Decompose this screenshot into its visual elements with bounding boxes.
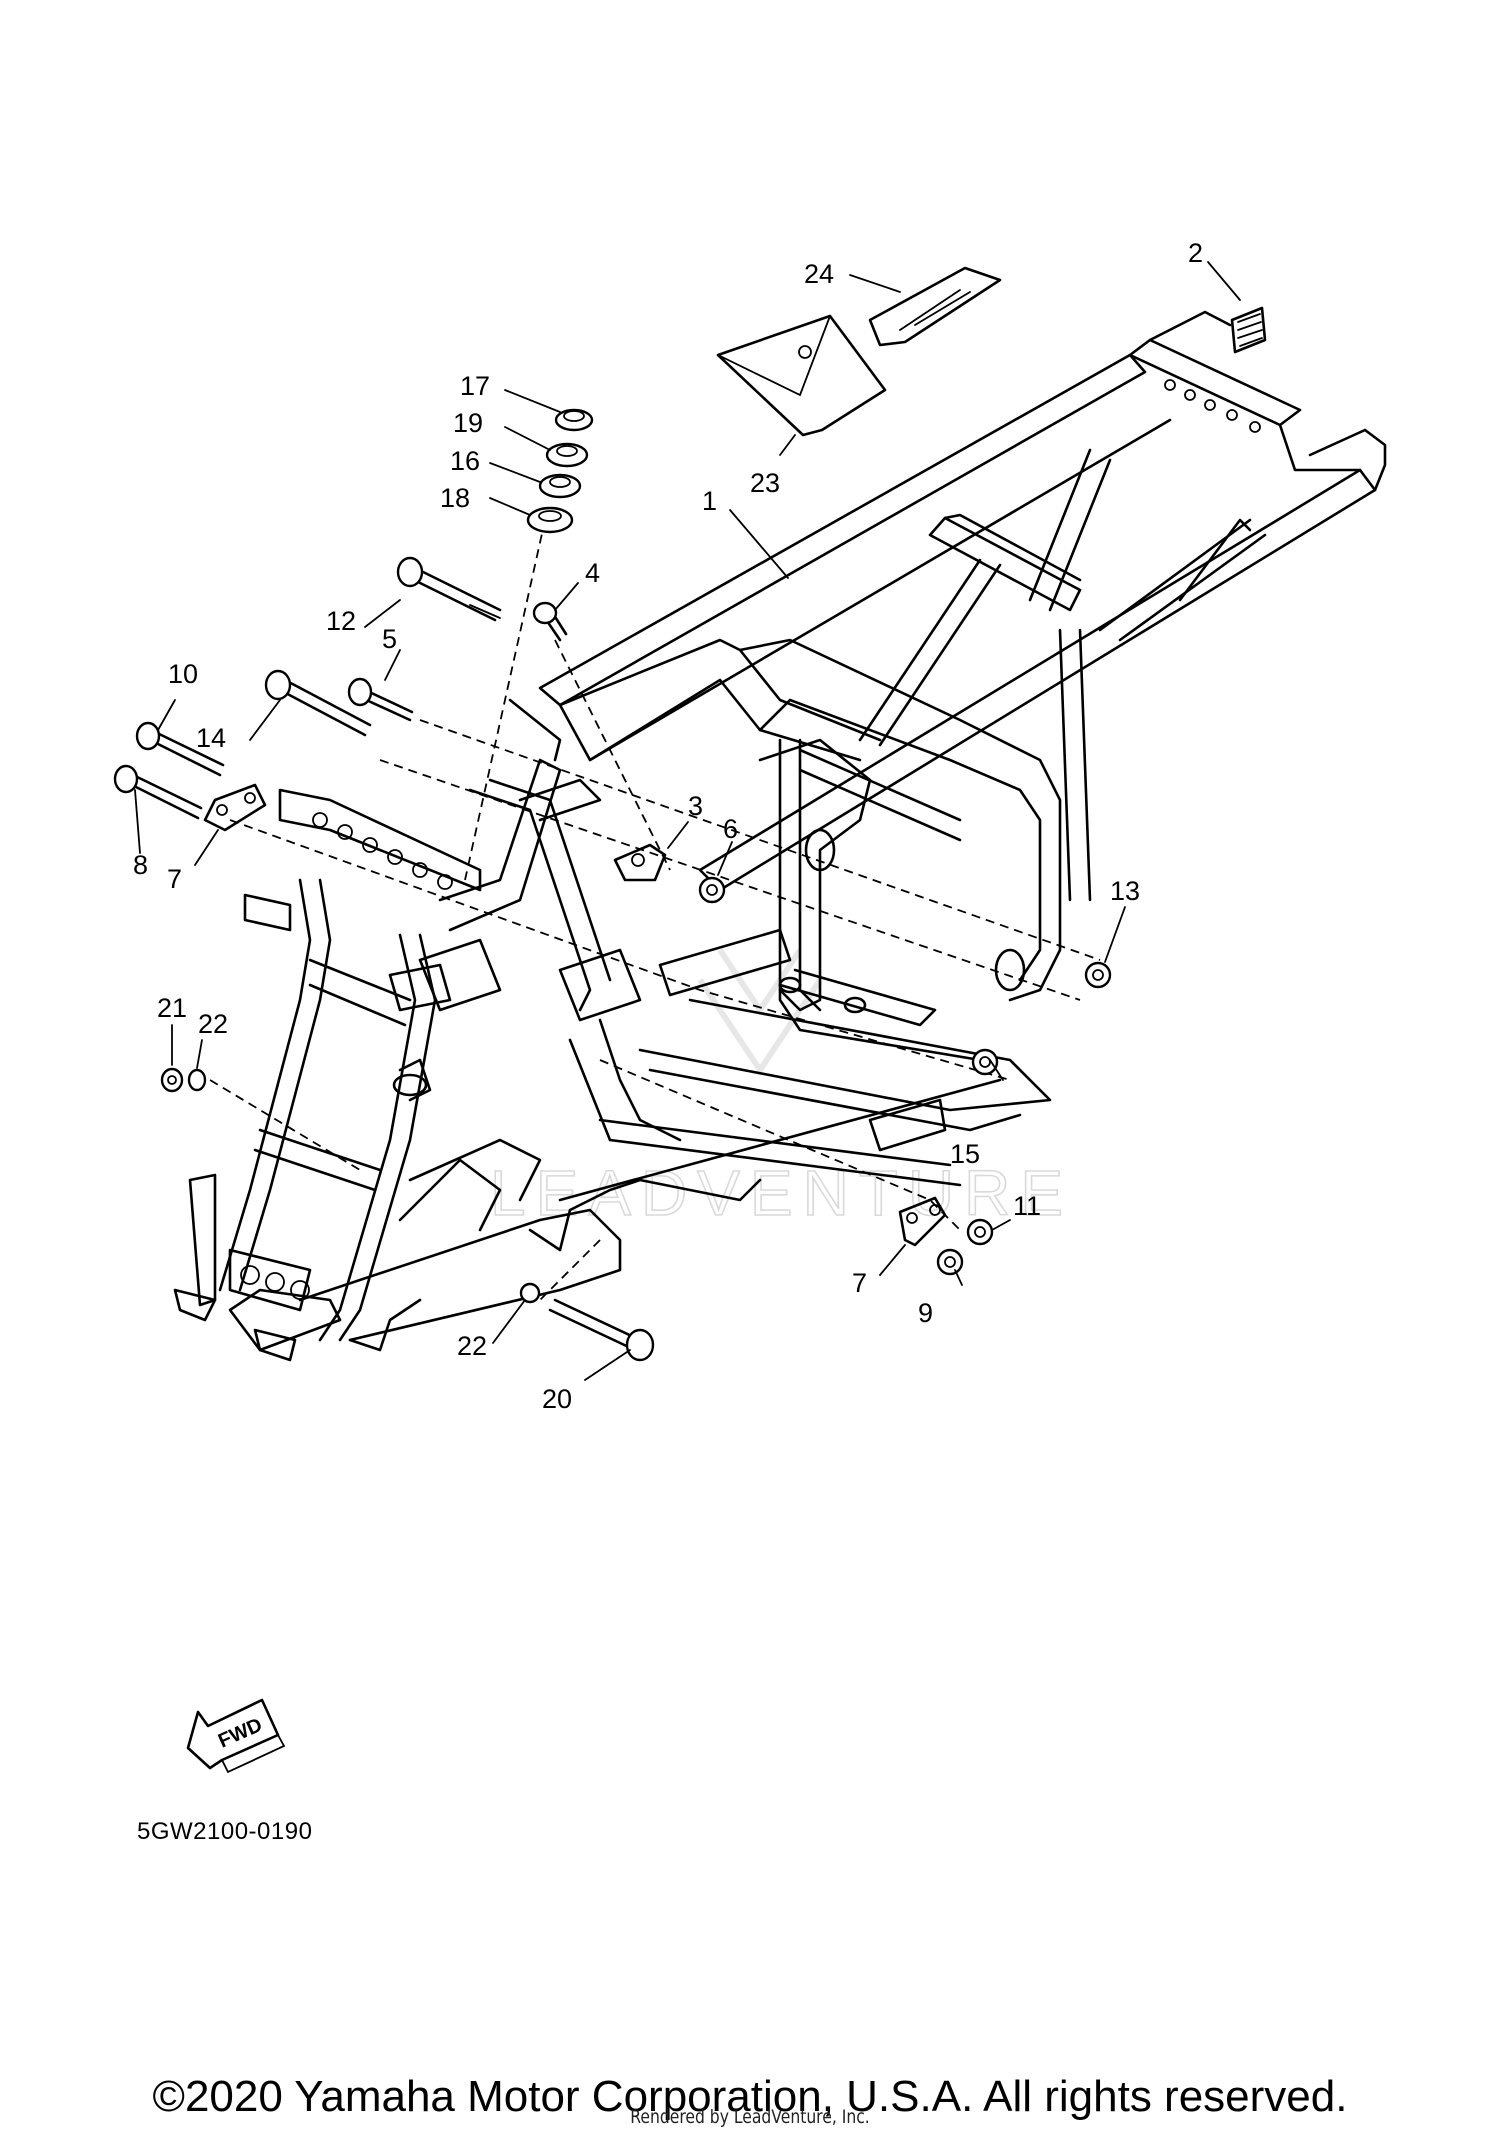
callout-23: 23 <box>750 468 780 498</box>
callout-19: 19 <box>453 408 483 438</box>
callout-22-bottom: 22 <box>457 1331 487 1361</box>
brackets <box>203 783 947 1247</box>
callout-7-front: 7 <box>167 864 182 894</box>
rendered-by-notice: Rendered by LeadVenture, Inc. <box>630 2106 870 2128</box>
callout-14: 14 <box>196 723 226 753</box>
callout-24: 24 <box>804 259 834 289</box>
callout-7-rear: 7 <box>852 1268 867 1298</box>
diagram-code: 5GW2100-0190 <box>137 1818 313 1845</box>
fwd-arrow-icon: FWD <box>186 1698 286 1774</box>
part-24-tool <box>868 266 1002 347</box>
bolts <box>113 556 655 1362</box>
nuts-washers <box>160 876 1112 1304</box>
callout-5: 5 <box>382 624 397 654</box>
callout-1: 1 <box>702 486 717 516</box>
part-2-damper <box>1230 306 1267 354</box>
callout-11: 11 <box>1013 1191 1041 1221</box>
part-23-envelope <box>716 314 887 437</box>
callout-15: 15 <box>950 1139 980 1169</box>
callout-2: 2 <box>1188 238 1203 268</box>
callout-6: 6 <box>723 814 738 844</box>
callout-18: 18 <box>440 483 470 513</box>
callout-3: 3 <box>688 791 703 821</box>
callout-12: 12 <box>326 606 356 636</box>
callout-22-left: 22 <box>198 1009 228 1039</box>
callout-8: 8 <box>133 850 148 880</box>
callout-9: 9 <box>918 1298 933 1328</box>
callout-10: 10 <box>168 659 198 689</box>
watermark-text: LEADVENTURE <box>490 1157 1073 1229</box>
alignment-lines <box>209 519 1101 1301</box>
callout-20: 20 <box>542 1384 572 1414</box>
callout-17: 17 <box>460 371 490 401</box>
spacer-stack <box>526 408 594 534</box>
leader-lines <box>134 261 1241 1381</box>
callout-13: 13 <box>1110 876 1140 906</box>
copyright-notice: ©2020 Yamaha Motor Corporation, U.S.A. A… <box>152 2072 1348 2121</box>
callouts: 1 2 3 4 5 6 7 7 8 9 10 11 12 13 14 15 16… <box>133 238 1203 1414</box>
callout-21: 21 <box>157 993 187 1023</box>
callout-4: 4 <box>585 558 600 588</box>
callout-16: 16 <box>450 446 480 476</box>
